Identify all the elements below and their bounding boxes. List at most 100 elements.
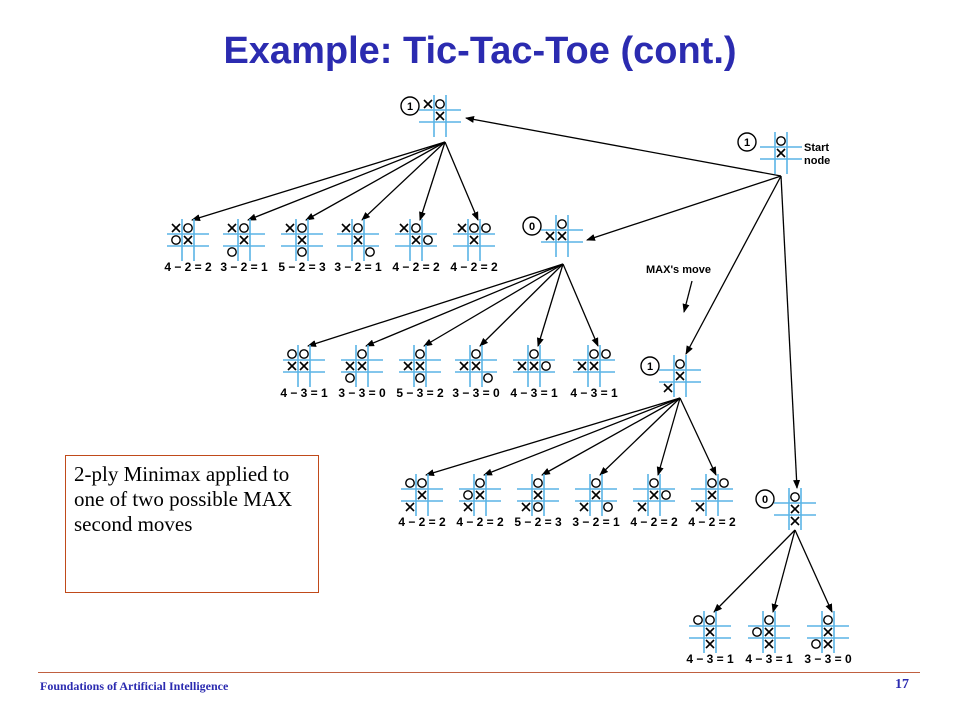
x-mark: [469, 235, 479, 245]
o-mark: [365, 247, 375, 257]
o-mark: [415, 349, 425, 359]
edge-to-min-reply: [536, 263, 564, 347]
x-mark: [357, 361, 367, 371]
x-mark: [299, 361, 309, 371]
evaluation-label: 3 − 3 = 0: [338, 386, 386, 400]
min-reply-board: [455, 345, 497, 387]
x-mark: [183, 235, 193, 245]
x-mark: [823, 627, 833, 637]
o-mark: [287, 349, 297, 359]
evaluation-label: 3 − 2 = 1: [572, 515, 620, 529]
edge-start-to-max-2: [586, 175, 782, 241]
x-mark: [435, 111, 445, 121]
svg-text:0: 0: [762, 494, 768, 506]
footer-divider: [38, 672, 920, 673]
evaluation-label: 4 − 2 = 2: [688, 515, 736, 529]
edge-start-to-max-3: [685, 175, 782, 355]
o-mark: [707, 478, 717, 488]
x-mark: [459, 361, 469, 371]
edge-to-min-reply: [191, 141, 446, 221]
x-mark: [705, 627, 715, 637]
edge-to-min-reply: [425, 397, 681, 477]
x-mark: [533, 490, 543, 500]
evaluation-label: 4 − 2 = 2: [450, 260, 498, 274]
edge-to-min-reply: [247, 141, 446, 221]
edge-to-min-reply: [365, 263, 564, 347]
o-mark: [463, 490, 473, 500]
o-mark: [481, 223, 491, 233]
o-mark: [227, 247, 237, 257]
edge-to-min-reply: [361, 141, 446, 221]
o-mark: [475, 478, 485, 488]
o-mark: [603, 502, 613, 512]
x-mark: [591, 490, 601, 500]
edge-to-min-reply: [713, 529, 796, 613]
evaluation-label: 3 − 3 = 0: [804, 652, 852, 666]
edge-to-min-reply: [771, 529, 796, 613]
o-mark: [357, 349, 367, 359]
o-mark: [239, 223, 249, 233]
max-move-value-1: 1: [400, 96, 420, 116]
o-mark: [171, 235, 181, 245]
edge-start-to-max-1: [465, 116, 782, 177]
max-move-value-4: 0: [755, 489, 775, 509]
min-reply-board: [517, 474, 559, 516]
min-reply-board: [807, 611, 849, 653]
x-mark: [764, 639, 774, 649]
min-reply-board: [337, 219, 379, 261]
min-reply-board: [395, 219, 437, 261]
x-mark: [471, 361, 481, 371]
evaluation-label: 4 − 3 = 1: [570, 386, 618, 400]
evaluation-label: 5 − 2 = 3: [514, 515, 562, 529]
evaluation-label: 4 − 3 = 1: [686, 652, 734, 666]
x-mark: [663, 383, 673, 393]
evaluation-label: 4 − 2 = 2: [630, 515, 678, 529]
o-mark: [471, 349, 481, 359]
max-move-board-1: [419, 95, 461, 137]
slide-title: Example: Tic-Tac-Toe (cont.): [223, 30, 737, 72]
x-mark: [287, 361, 297, 371]
min-reply-board: [399, 345, 441, 387]
x-mark: [239, 235, 249, 245]
x-mark: [463, 502, 473, 512]
o-mark: [183, 223, 193, 233]
max-move-board-3: [659, 355, 701, 397]
x-mark: [353, 235, 363, 245]
o-mark: [483, 373, 493, 383]
x-mark: [405, 502, 415, 512]
o-mark: [533, 478, 543, 488]
edge-start-to-max-4: [780, 175, 801, 489]
svg-text:1: 1: [407, 101, 413, 113]
svg-text:1: 1: [744, 137, 750, 149]
x-mark: [823, 639, 833, 649]
min-reply-board: [691, 474, 733, 516]
evaluation-label: 4 − 2 = 2: [392, 260, 440, 274]
start-node-value: 1: [737, 132, 757, 152]
x-mark: [411, 235, 421, 245]
o-mark: [811, 639, 821, 649]
min-reply-board: [401, 474, 443, 516]
o-mark: [719, 478, 729, 488]
o-mark: [411, 223, 421, 233]
o-mark: [693, 615, 703, 625]
o-mark: [776, 136, 786, 146]
x-mark: [475, 490, 485, 500]
evaluation-label: 3 − 3 = 0: [452, 386, 500, 400]
o-mark: [675, 359, 685, 369]
x-mark: [557, 231, 567, 241]
o-mark: [533, 502, 543, 512]
x-mark: [403, 361, 413, 371]
min-reply-board: [459, 474, 501, 516]
svg-text:0: 0: [529, 221, 535, 233]
o-mark: [589, 349, 599, 359]
edge-to-min-reply: [656, 397, 681, 476]
min-reply-board: [223, 219, 265, 261]
max-move-board-4: [774, 488, 816, 530]
edge-to-min-reply: [483, 397, 681, 476]
edge-to-min-reply: [541, 397, 681, 476]
evaluation-label: 5 − 2 = 3: [278, 260, 326, 274]
x-mark: [637, 502, 647, 512]
min-reply-board: [341, 345, 383, 387]
x-mark: [521, 502, 531, 512]
